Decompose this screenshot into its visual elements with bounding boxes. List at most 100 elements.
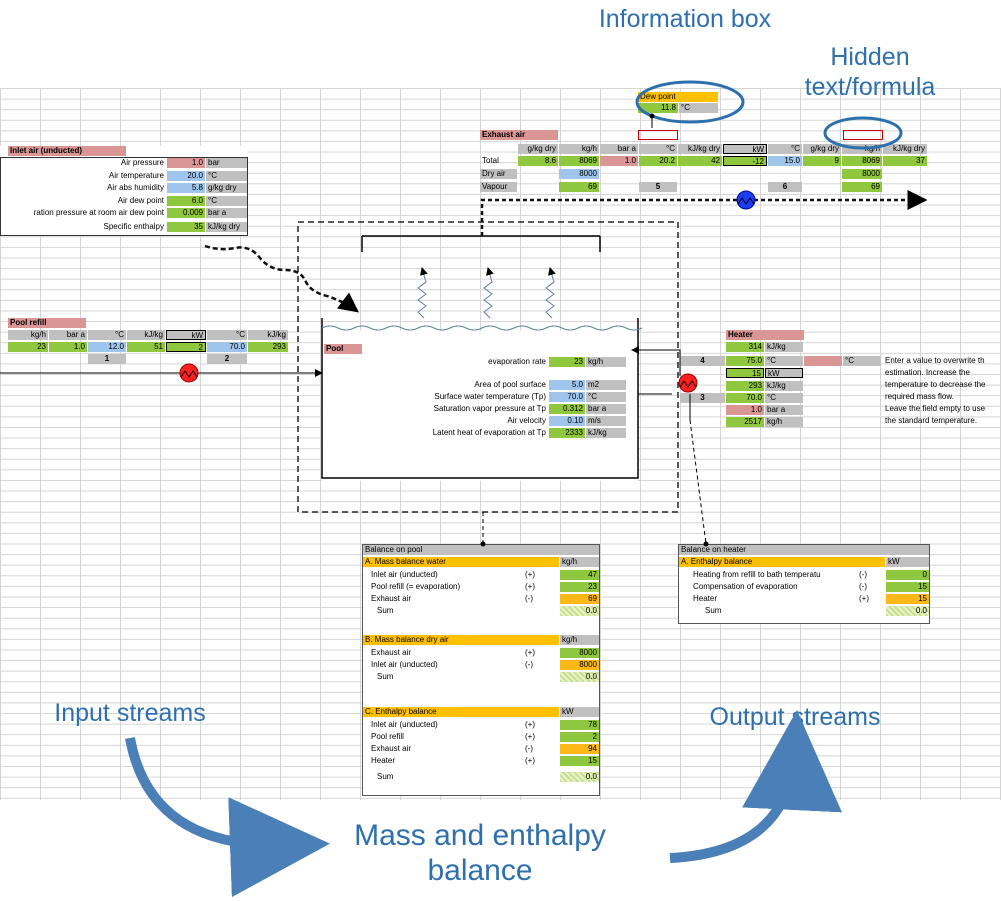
inlet-air-value[interactable]: 35 <box>167 222 205 232</box>
balance-sum-value[interactable]: 0.0 <box>560 672 599 682</box>
heater-unit: °C <box>765 356 803 366</box>
balance-sum-value[interactable]: 0.0 <box>560 606 599 616</box>
hidden-formula-cell[interactable] <box>843 130 883 140</box>
balance-row-value[interactable]: 8000 <box>560 648 599 658</box>
balance-row-label: Pool refill (= evaporation) <box>371 582 461 591</box>
balance-row-label: Heater <box>693 594 718 603</box>
balance-row-value[interactable]: 78 <box>560 720 599 730</box>
balance-row-sign: (-) <box>525 744 533 753</box>
balance-row-value[interactable]: 69 <box>560 594 599 604</box>
pool-param-value[interactable]: 0.10 <box>549 416 585 426</box>
stream-number: 2 <box>207 354 247 364</box>
stream-number: 1 <box>88 354 126 364</box>
exhaust-vapour-label: Vapour <box>480 182 517 192</box>
pool-param-value[interactable]: 0.312 <box>549 404 585 414</box>
exhaust-total-cell[interactable]: 1.0 <box>600 156 638 166</box>
exhaust-header: °C <box>639 144 677 154</box>
balance-row-value[interactable]: 8000 <box>560 660 599 670</box>
exhaust-header: °C <box>768 144 802 154</box>
exhaust-total-cell[interactable]: 20.2 <box>639 156 677 166</box>
pool-param-value[interactable]: 70.0 <box>549 392 585 402</box>
balance-row-value[interactable]: 23 <box>560 582 599 592</box>
heater-exchanger-icon <box>678 373 698 393</box>
balance-row-value[interactable]: 2 <box>560 732 599 742</box>
balance-row-sign: (+) <box>525 756 535 765</box>
exhaust-total-cell[interactable]: 8.6 <box>518 156 558 166</box>
heater-override-input[interactable] <box>804 356 842 366</box>
exhaust-total-cell[interactable]: 42 <box>678 156 722 166</box>
balance-row-value[interactable]: 15 <box>560 756 599 766</box>
exhaust-total-cell[interactable]: -12 <box>723 156 767 166</box>
inlet-air-value[interactable]: 6.0 <box>167 196 205 206</box>
stream-number: 3 <box>680 393 725 403</box>
heater-value[interactable]: 293 <box>726 381 764 391</box>
heater-title: Heater <box>726 330 804 340</box>
exhaust-total-cell[interactable]: 9 <box>803 156 841 166</box>
heater-value[interactable]: 75.0 <box>726 356 764 366</box>
exhaust-total-cell[interactable]: 8069 <box>842 156 882 166</box>
pool-evaporation-label: evaporation rate <box>488 357 546 366</box>
balance-sum-value[interactable]: 0.0 <box>886 606 929 616</box>
dew-point-value[interactable]: 11.8 <box>638 103 678 113</box>
pool-refill-cell[interactable]: 1.0 <box>49 342 87 352</box>
inlet-air-value[interactable]: 0.009 <box>167 208 205 218</box>
heater-value[interactable]: 15 <box>726 368 764 378</box>
pool-title: Pool <box>324 344 362 354</box>
balance-row-value[interactable]: 15 <box>886 582 929 592</box>
balance-row-label: Heating from refill to bath temperatu <box>693 570 821 579</box>
balance-row-value[interactable]: 94 <box>560 744 599 754</box>
balance-row-label: Exhaust air <box>371 744 412 753</box>
balance-heater-panel: Balance on heater A. Enthalpy balance kW… <box>678 544 930 624</box>
heater-value[interactable]: 1.0 <box>726 405 764 415</box>
pool-refill-cell[interactable]: 51 <box>127 342 165 352</box>
exhaust-air-panel: Exhaust air g/kg dry kg/h bar a °C kJ/kg… <box>480 130 940 196</box>
balance-row-value[interactable]: 15 <box>886 594 929 604</box>
pool-refill-cell[interactable]: 2 <box>166 342 206 352</box>
inlet-air-value[interactable]: 20.0 <box>167 171 205 181</box>
evaporation-wave <box>545 267 556 319</box>
heater-value[interactable]: 70.0 <box>726 393 764 403</box>
heater-note-line: Enter a value to overwrite th <box>885 356 985 365</box>
exhaust-vapour-cell[interactable]: 69 <box>559 182 599 192</box>
balance-section-title: A. Mass balance water <box>363 557 559 567</box>
heater-value[interactable]: 2517 <box>726 417 764 427</box>
pool-evaporation-value[interactable]: 23 <box>549 357 585 367</box>
balance-row-sign: (+) <box>859 594 869 603</box>
pool-param-label: Air velocity <box>507 416 546 425</box>
inlet-air-value[interactable]: 5.8 <box>167 183 205 193</box>
pool-refill-cell[interactable]: 23 <box>8 342 48 352</box>
exhaust-total-cell[interactable]: 8069 <box>559 156 599 166</box>
pool-refill-cell[interactable]: 293 <box>248 342 288 352</box>
pool-param-value[interactable]: 5.0 <box>549 380 585 390</box>
exhaust-total-cell[interactable]: 15.0 <box>768 156 802 166</box>
balance-row-sign: (-) <box>525 660 533 669</box>
balance-row-value[interactable]: 0 <box>886 570 929 580</box>
pool-param-unit: m/s <box>586 416 626 426</box>
callout-input-streams: Input streams <box>54 699 206 727</box>
pool-refill-cell[interactable]: 12.0 <box>88 342 126 352</box>
water-surface <box>321 325 643 331</box>
callout-hidden-text: Hidden text/formula <box>804 43 936 101</box>
heater-value[interactable]: 314 <box>726 342 764 352</box>
pool-param-value[interactable]: 2333 <box>549 428 585 438</box>
hidden-formula-cell[interactable] <box>638 130 678 140</box>
balance-row-sign: (-) <box>859 570 867 579</box>
balance-row-sign: (+) <box>525 582 535 591</box>
balance-row-sign: (+) <box>525 570 535 579</box>
balance-row-label: Inlet air (unducted) <box>371 570 438 579</box>
balance-sum-value[interactable]: 0.0 <box>560 772 599 782</box>
pool-refill-cell[interactable]: 70.0 <box>207 342 247 352</box>
exhaust-vapour-cell[interactable]: 69 <box>842 182 882 192</box>
exhaust-header: kg/h <box>559 144 599 154</box>
exhaust-dry-air-cell[interactable]: 8000 <box>842 169 882 179</box>
inlet-air-value[interactable]: 1.0 <box>167 158 205 168</box>
exhaust-total-cell[interactable]: 37 <box>883 156 927 166</box>
balance-row-label: Inlet air (unducted) <box>371 720 438 729</box>
exhaust-header: kJ/kg dry <box>883 144 927 154</box>
balance-sum-label: Sum <box>377 672 394 681</box>
balance-row-sign: (-) <box>859 582 867 591</box>
balance-section-unit: kg/h <box>560 635 599 645</box>
cooler-exchanger-icon <box>736 190 756 210</box>
balance-row-value[interactable]: 47 <box>560 570 599 580</box>
exhaust-dry-air-cell[interactable]: 8000 <box>559 169 599 179</box>
